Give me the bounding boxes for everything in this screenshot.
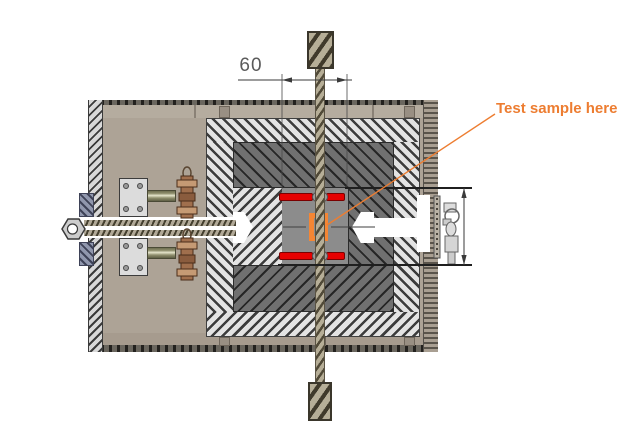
furnace-core-bottom bbox=[233, 265, 394, 312]
left-access-slot-head bbox=[233, 212, 253, 243]
bolt-hole bbox=[123, 183, 129, 189]
right-access-slot-vertical bbox=[417, 195, 430, 252]
furnace-core-top bbox=[233, 142, 394, 188]
wall-bracket-lower bbox=[79, 242, 94, 266]
actuator-rod-upper bbox=[147, 190, 176, 202]
right-access-slot bbox=[374, 218, 420, 237]
heater-bar-bottom-right bbox=[326, 252, 345, 260]
heater-bar-top-left bbox=[279, 193, 313, 201]
furnace-insulation-bottom bbox=[206, 312, 420, 337]
lid-seam bbox=[194, 104, 196, 118]
bolt-hole bbox=[137, 183, 143, 189]
shaft-bottom-head bbox=[308, 382, 332, 421]
bolt-hole bbox=[123, 243, 129, 249]
furnace-foot bbox=[219, 337, 230, 346]
heater-bar-bottom-left bbox=[279, 252, 313, 260]
pull-rod-upper-threaded bbox=[84, 220, 236, 226]
enclosure-bottom-wall bbox=[88, 345, 438, 352]
wall-bracket-upper bbox=[79, 193, 94, 217]
annotation-test-sample-label: Test sample here bbox=[496, 100, 618, 117]
bolt-hole bbox=[137, 243, 143, 249]
bolt-hole bbox=[137, 206, 143, 212]
enclosure-top-wall bbox=[88, 100, 438, 105]
dimension-width-label: 60 bbox=[239, 55, 263, 76]
shaft-top-head bbox=[307, 31, 334, 69]
furnace-top-tab bbox=[219, 106, 230, 118]
actuator-rod-lower bbox=[147, 247, 176, 259]
pull-rod-lower-threaded bbox=[84, 230, 236, 236]
furnace-insulation-top bbox=[206, 118, 420, 142]
bolt-hole bbox=[123, 265, 129, 271]
furnace-foot bbox=[404, 337, 415, 346]
hex-nut bbox=[61, 218, 86, 240]
enclosure-lid bbox=[103, 104, 423, 118]
loading-shaft bbox=[315, 66, 325, 386]
furnace-top-tab bbox=[404, 106, 415, 118]
bolt-hole bbox=[123, 206, 129, 212]
lid-seam bbox=[372, 104, 374, 118]
bolt-hole bbox=[137, 265, 143, 271]
heater-bar-top-right bbox=[326, 193, 345, 201]
